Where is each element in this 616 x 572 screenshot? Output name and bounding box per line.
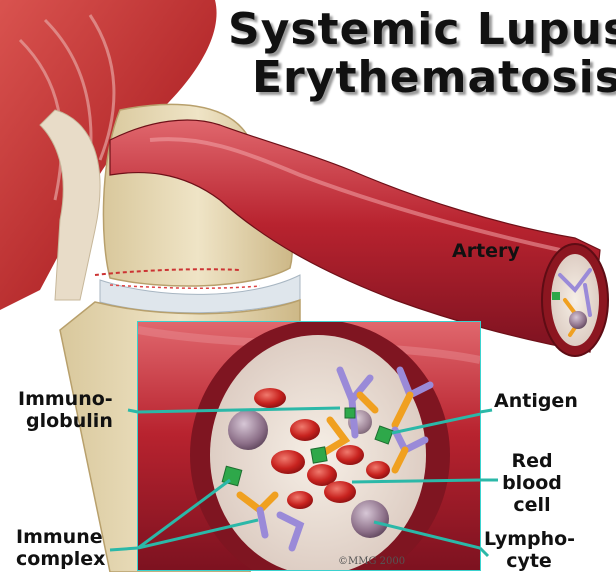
label-red-blood-cell-line2: blood bbox=[500, 472, 564, 494]
label-immunoglobulin: Immuno- globulin bbox=[18, 388, 113, 432]
label-red-blood-cell-line3: cell bbox=[500, 494, 564, 516]
label-lymphocyte: Lympho- cyte bbox=[484, 528, 574, 572]
diagram-title-line2: Erythematosis bbox=[252, 52, 616, 103]
diagram-title-line1: Systemic Lupus bbox=[228, 4, 616, 55]
cross-section-detail bbox=[138, 320, 490, 572]
label-immune-complex-line1: Immune bbox=[16, 526, 105, 548]
label-lymphocyte-line2: cyte bbox=[484, 550, 574, 572]
label-red-blood-cell: Red blood cell bbox=[500, 450, 564, 516]
label-immune-complex: Immune complex bbox=[16, 526, 105, 570]
label-antigen: Antigen bbox=[494, 390, 578, 412]
label-immunoglobulin-line2: globulin bbox=[18, 410, 113, 432]
copyright-text: ©MMG 2000 bbox=[338, 556, 405, 567]
label-artery: Artery bbox=[452, 240, 520, 262]
label-immune-complex-line2: complex bbox=[16, 548, 105, 570]
label-lymphocyte-line1: Lympho- bbox=[484, 528, 574, 550]
label-immunoglobulin-line1: Immuno- bbox=[18, 388, 113, 410]
label-red-blood-cell-line1: Red bbox=[500, 450, 564, 472]
